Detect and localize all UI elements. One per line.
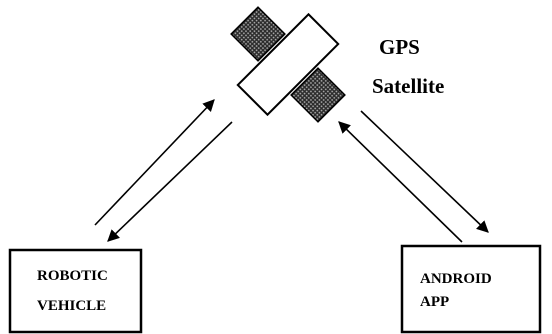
satellite-label-line2: Satellite [372, 74, 444, 98]
satellite-body [236, 12, 340, 117]
vehicle-label-line1: ROBOTIC [37, 268, 108, 284]
robotic-vehicle-box [8, 248, 143, 334]
app-label-line1: ANDROID [420, 271, 492, 287]
solar-panel-lower [290, 67, 346, 123]
android-app-box [400, 244, 542, 334]
vehicle-label-line2: VEHICLE [37, 298, 106, 314]
downlink-arrow-left [107, 121, 233, 242]
satellite-label-line1: GPS [379, 35, 420, 59]
app-label-line2: APP [420, 294, 449, 310]
uplink-arrow-left [94, 99, 215, 226]
solar-panel-upper [230, 6, 286, 62]
downlink-arrow-right [360, 110, 489, 233]
uplink-arrow-right [338, 121, 463, 243]
